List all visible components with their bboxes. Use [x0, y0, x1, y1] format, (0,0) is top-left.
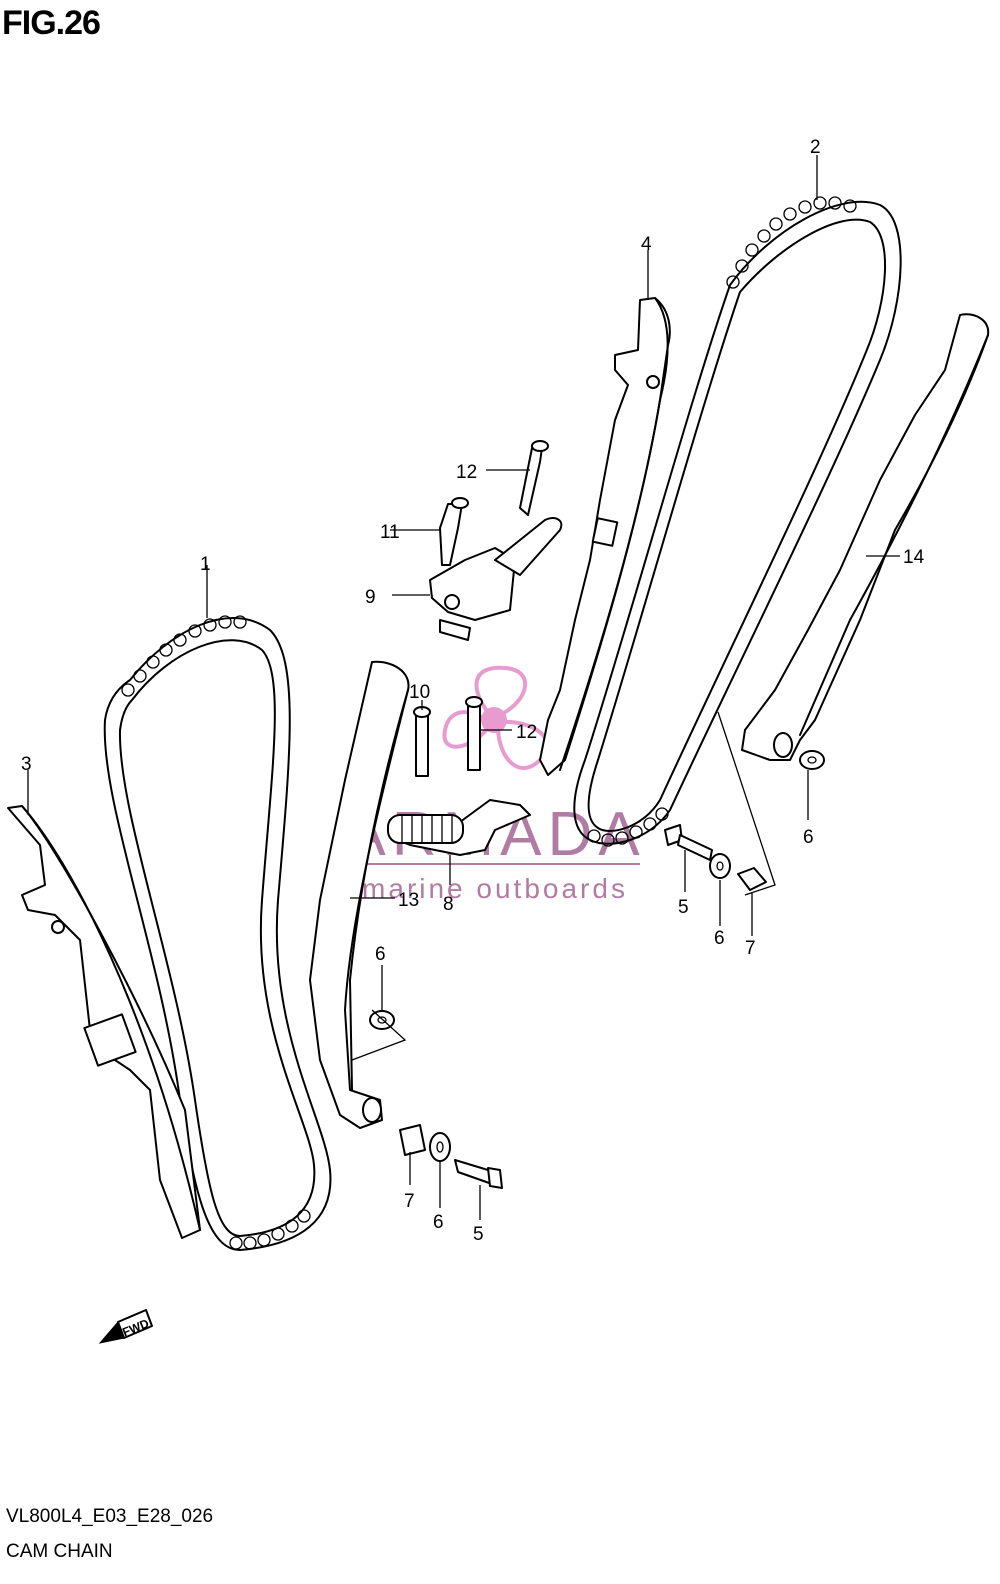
- callout-9: 9: [365, 587, 376, 608]
- callout-8: 8: [443, 894, 454, 915]
- drawing-code: VL800L4_E03_E28_026: [6, 1506, 214, 1527]
- callout-6-rear-lower: 6: [714, 928, 725, 949]
- chain-links-top-2: [726, 196, 857, 289]
- bolt-12-upper-icon: [519, 447, 543, 516]
- spacer-7-rear-icon: [737, 867, 767, 891]
- callout-3: 3: [21, 754, 32, 775]
- callout-6-front-upper: 6: [375, 944, 386, 965]
- callout-6-rear-upper: 6: [803, 827, 814, 848]
- callout-10: 10: [409, 682, 430, 703]
- chain-links-bottom-2: [587, 807, 669, 847]
- bolt-12-lower-icon: [467, 699, 481, 771]
- watermark-tagline: marine outboards: [362, 873, 628, 904]
- callout-7-front: 7: [404, 1191, 415, 1212]
- leader-lines: [27, 155, 900, 1220]
- callout-6-front-lower: 6: [433, 1212, 444, 1233]
- callout-labels: 1 2 3 4 5 5 6 6 6 6 7 7 8 9 10 11 12 12 …: [21, 137, 925, 1245]
- washer-6-rear-lower-icon: [709, 853, 731, 879]
- section-name: CAM CHAIN: [6, 1541, 113, 1562]
- guide-mount-hardware-front: [369, 1010, 503, 1189]
- forward-direction-arrow: FWD: [98, 1309, 153, 1344]
- bolt-10-icon: [415, 711, 429, 777]
- guide-mount-hardware-rear: [664, 750, 825, 891]
- callout-7-rear: 7: [745, 938, 756, 959]
- cam-chain-tensioner-guide-rear: [741, 313, 990, 761]
- chain-links-top-1: [121, 615, 247, 697]
- callout-13: 13: [398, 890, 419, 911]
- cam-chain-rear: [573, 196, 902, 847]
- spacer-7-front-icon: [399, 1124, 426, 1156]
- chain-links-bottom-1: [229, 1209, 311, 1250]
- bolt-11-icon: [439, 503, 463, 566]
- callout-5-rear: 5: [678, 897, 689, 918]
- callout-2: 2: [810, 137, 821, 158]
- projection-lines: [351, 711, 776, 1061]
- callout-11: 11: [380, 522, 400, 543]
- cam-chain-front: [103, 615, 332, 1251]
- cam-chain-tensioner-guide-front: [309, 660, 410, 1129]
- callout-1: 1: [200, 554, 211, 575]
- cam-chain-guide-front: [7, 805, 201, 1239]
- washer-6-rear-upper-icon: [799, 750, 825, 770]
- figure-title: FIG.26: [2, 4, 101, 42]
- bolt-5-front-icon: [454, 1159, 493, 1185]
- cam-chain-guide-rear: [539, 297, 671, 776]
- tensioner-lower-assembly: [387, 696, 531, 856]
- tensioner-upper-assembly: [429, 440, 563, 641]
- callout-14: 14: [903, 547, 925, 568]
- callout-12-upper: 12: [456, 462, 477, 483]
- callout-5-front: 5: [473, 1224, 484, 1245]
- washer-6-lower-icon: [429, 1132, 451, 1162]
- callout-12-lower: 12: [516, 722, 537, 743]
- callout-4: 4: [641, 234, 652, 255]
- propeller-logo-icon: [442, 665, 549, 770]
